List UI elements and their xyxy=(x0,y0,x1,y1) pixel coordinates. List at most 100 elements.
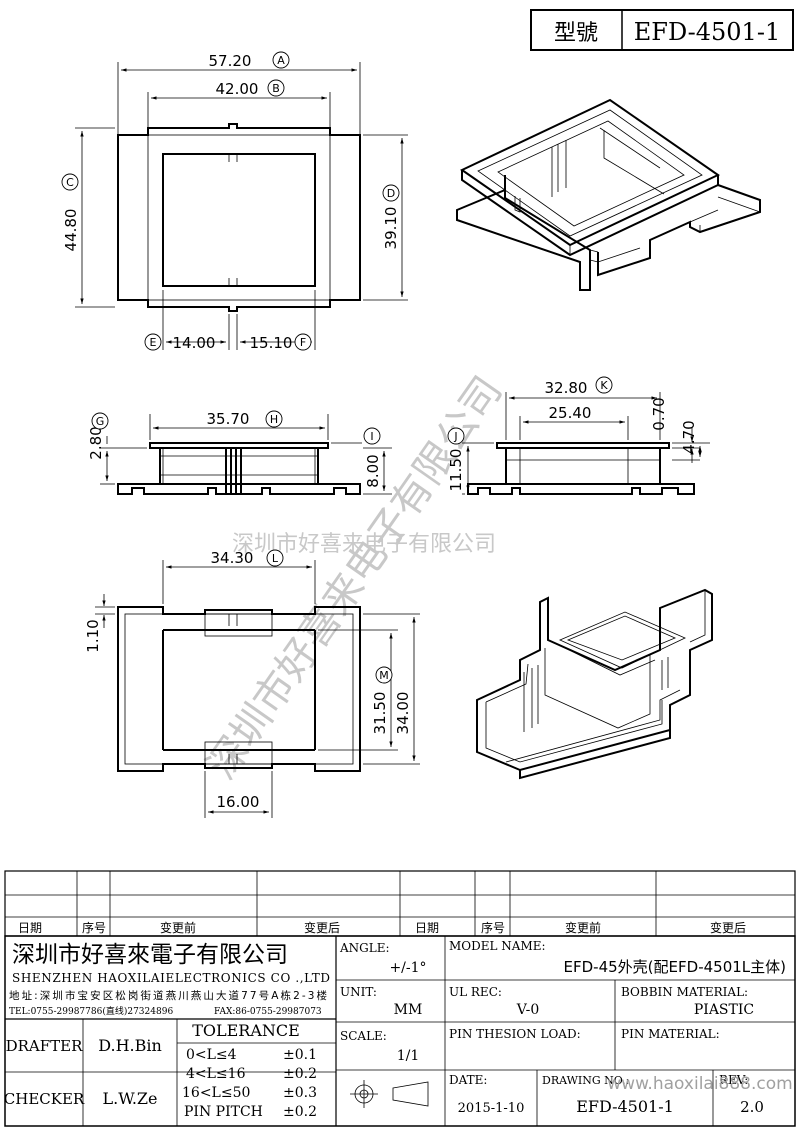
rev-col-seq-1: 序号 xyxy=(82,920,106,935)
callout-l: L xyxy=(266,549,284,567)
svg-text:A: A xyxy=(277,54,285,67)
dim-14-00: 14.00 xyxy=(173,334,216,352)
model-value: EFD-4501-1 xyxy=(634,18,780,46)
callout-g: G xyxy=(91,412,109,430)
rev-col-date-2: 日期 xyxy=(415,921,439,935)
checker-value: L.W.Ze xyxy=(102,1089,157,1108)
dim-15-10: 15.10 xyxy=(250,334,293,352)
svg-text:F: F xyxy=(300,336,306,349)
top-view xyxy=(75,62,408,350)
dim-1-10: 1.10 xyxy=(84,619,102,652)
tol-range-2: 4<L≤16 xyxy=(186,1066,246,1082)
pin-tension-label: PIN THESION LOAD: xyxy=(449,1027,581,1041)
dim-44-80: 44.80 xyxy=(62,209,80,252)
tolerance-label: TOLERANCE xyxy=(192,1021,300,1040)
dim-42-00: 42.00 xyxy=(216,80,259,98)
company-en: SHENZHEN HAOXILAIELECTRONICS CO .,LTD xyxy=(12,971,330,985)
callout-f: F xyxy=(294,333,312,351)
scale-label: SCALE: xyxy=(340,1029,387,1043)
dim-34-00: 34.00 xyxy=(394,692,412,735)
company-cn: 深圳市好喜來電子有限公司 xyxy=(12,942,288,968)
svg-text:G: G xyxy=(96,415,105,428)
projection-symbol-icon xyxy=(350,1080,429,1108)
revision-table: 日期 序号 变更前 变更后 日期 序号 变更前 变更后 xyxy=(4,870,796,937)
callout-d: D xyxy=(382,184,400,202)
svg-text:D: D xyxy=(387,187,395,200)
pin-material-label: PIN MATERIAL: xyxy=(621,1027,720,1041)
dim-11-50: 11.50 xyxy=(447,449,465,492)
dim-57-20: 57.20 xyxy=(209,52,252,70)
tol-range-1: 0<L≤4 xyxy=(186,1047,237,1063)
svg-text:J: J xyxy=(453,430,457,443)
model-name-value: EFD-45外壳(配EFD-4501L主体) xyxy=(564,958,786,976)
dim-31-50: 31.50 xyxy=(371,692,389,735)
bottom-view xyxy=(95,560,420,818)
model-label: 型號 xyxy=(554,21,598,46)
rev-col-after-1: 变更后 xyxy=(304,920,340,935)
rev-col-after-2: 变更后 xyxy=(710,920,746,935)
rev-label: REV: xyxy=(719,1073,748,1087)
bobbin-label: BOBBIN MATERIAL: xyxy=(621,985,748,999)
model-name-label: MODEL NAME: xyxy=(449,939,546,953)
rev-col-before-1: 变更前 xyxy=(160,920,196,935)
dim-16-00: 16.00 xyxy=(217,793,260,811)
svg-text:L: L xyxy=(272,552,279,565)
svg-text:B: B xyxy=(272,82,280,95)
company-tel: TEL:0755-29987786(直线)27324896 xyxy=(9,1005,173,1017)
callout-b: B xyxy=(267,79,285,97)
dim-0-70: 0.70 xyxy=(650,397,668,430)
company-fax: FAX:86-0755-29987073 xyxy=(214,1007,322,1017)
callout-k: K xyxy=(595,376,613,394)
callout-c: C xyxy=(61,173,79,191)
angle-label: ANGLE: xyxy=(339,941,390,955)
website-watermark: www.haoxilai888.com xyxy=(607,1074,792,1094)
ul-value: V-0 xyxy=(516,1002,539,1018)
drafter-value: D.H.Bin xyxy=(98,1036,162,1055)
header-box: 型號 EFD-4501-1 xyxy=(530,9,794,51)
dim-8-00: 8.00 xyxy=(364,454,382,487)
dim-25-40: 25.40 xyxy=(549,404,592,422)
tol-value-4: ±0.2 xyxy=(283,1104,317,1120)
date-label: DATE: xyxy=(449,1073,487,1087)
dim-2-80: 2.80 xyxy=(87,426,105,459)
tol-range-4: PIN PITCH xyxy=(184,1104,263,1120)
tol-value-2: ±0.2 xyxy=(283,1066,317,1082)
svg-text:I: I xyxy=(370,430,373,443)
dim-32-80: 32.80 xyxy=(545,379,588,397)
dim-4-70: 4.70 xyxy=(680,420,698,453)
watermark-diagonal: 深圳市好喜来电子有限公司 xyxy=(199,368,512,788)
front-view xyxy=(100,414,392,495)
company-address: 地址:深圳市宝安区松岗街道燕川燕山大道77号A栋2-3楼 xyxy=(9,989,328,1002)
side-view xyxy=(462,392,710,495)
rev-col-before-2: 变更前 xyxy=(565,920,601,935)
callout-i: I xyxy=(363,427,381,445)
callout-a: A xyxy=(272,51,290,69)
iso-view-bottom xyxy=(476,588,713,780)
svg-text:K: K xyxy=(600,379,608,392)
rev-col-date-1: 日期 xyxy=(18,921,42,935)
rev-col-seq-2: 序号 xyxy=(481,920,505,935)
rev-value: 2.0 xyxy=(740,1098,764,1116)
svg-text:E: E xyxy=(150,336,157,349)
svg-text:M: M xyxy=(379,669,389,682)
unit-label: UNIT: xyxy=(340,985,377,999)
drafter-label: DRAFTER xyxy=(6,1037,84,1055)
date-value: 2015-1-10 xyxy=(458,1101,525,1116)
bobbin-value: PIASTIC xyxy=(694,1002,754,1018)
title-block: 深圳市好喜來電子有限公司 SHENZHEN HAOXILAIELECTRONIC… xyxy=(4,935,796,1127)
callout-e: E xyxy=(144,333,162,351)
drawing-no-label: DRAWING NO.: xyxy=(542,1074,629,1087)
dim-35-70: 35.70 xyxy=(207,410,250,428)
callout-m: M xyxy=(375,666,393,684)
tol-range-3: 16<L≤50 xyxy=(182,1085,250,1101)
svg-text:H: H xyxy=(270,413,278,426)
unit-value: MM xyxy=(394,1002,423,1018)
callout-j: J xyxy=(447,427,465,445)
angle-value: +/-1° xyxy=(389,960,426,976)
checker-label: CHECKER xyxy=(4,1090,85,1108)
svg-text:C: C xyxy=(66,176,74,189)
ul-label: UL REC: xyxy=(449,985,502,999)
drawing-no-value: EFD-4501-1 xyxy=(576,1097,674,1116)
scale-value: 1/1 xyxy=(397,1048,420,1064)
